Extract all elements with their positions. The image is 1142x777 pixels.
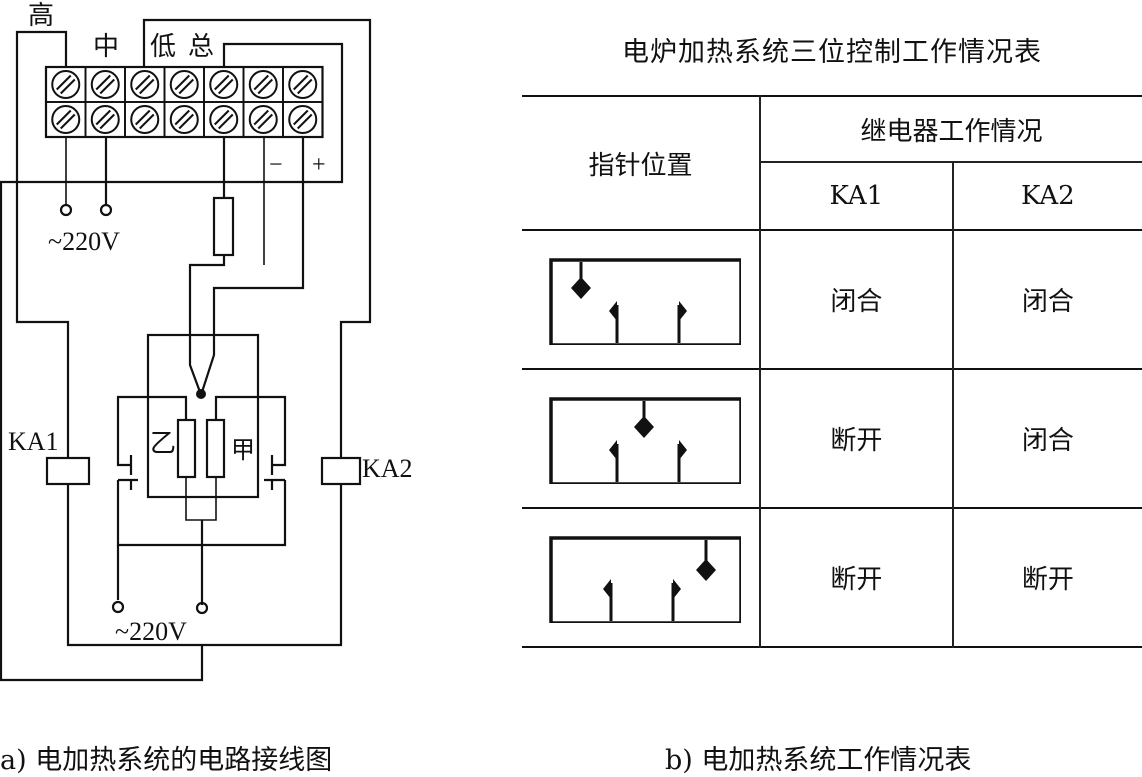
pointer-cell [522, 230, 760, 369]
ka2-status: 断开 [951, 508, 1142, 647]
supply-terminal [195, 601, 209, 615]
pointer-cell [522, 508, 760, 647]
low-contact-flag [602, 578, 611, 599]
pointer-position-icon [548, 396, 741, 484]
heater-element-jia [205, 418, 226, 479]
meter-frame [548, 257, 741, 345]
status-table: 指针位置 继电器工作情况 KA1 KA2 闭合 闭合 断开 闭合 断开 断开 [522, 95, 1142, 648]
table-title: 电炉加热系统三位控制工作情况表 [622, 37, 1042, 68]
pointer-position-icon [548, 257, 741, 345]
wiring [0, 18, 372, 682]
caption-table: b) 电加热系统工作情况表 [665, 745, 972, 776]
relay-coil-ka2 [320, 456, 362, 486]
low-contact-flag [608, 300, 617, 321]
meter-frame [548, 396, 741, 484]
low-contact-flag [608, 439, 617, 460]
terminal-screw-icon [288, 70, 318, 99]
header-ka1: KA1 [759, 162, 953, 230]
pointer-diamond-icon [695, 558, 716, 581]
terminal-screw-icon [288, 105, 318, 134]
heater-label-jia: 甲 [231, 438, 255, 464]
pointer-cell [522, 369, 760, 508]
terminal-screw-icon [248, 70, 278, 99]
ka2-status: 闭合 [951, 369, 1142, 508]
heater-assembly [111, 333, 287, 615]
terminal-screw-icon [130, 105, 160, 134]
heater-label-yi: 乙 [150, 429, 176, 458]
table-row: 断开 闭合 [522, 369, 1142, 508]
ka1-status: 断开 [759, 369, 953, 508]
label-plus: + [312, 152, 326, 178]
pointer-contact-dot [196, 389, 206, 399]
header-ka2: KA2 [951, 162, 1142, 230]
high-contact-flag [678, 439, 687, 460]
label-common: 总 [188, 32, 214, 61]
pointer-diamond-icon [570, 276, 591, 299]
terminal-screw-icon [209, 105, 239, 134]
label-high: 高 [28, 1, 54, 30]
terminal-screw-icon [209, 70, 239, 99]
terminal-screw-icon [51, 105, 81, 134]
terminal-screw-icon [51, 70, 81, 99]
supply-terminal [111, 600, 125, 614]
caption-circuit: a) 电加热系统的电路接线图 [0, 745, 333, 776]
header-relay-group: 继电器工作情况 [759, 96, 1142, 163]
relay-coil-ka1 [45, 456, 91, 486]
label-low: 低 [150, 32, 176, 61]
resistor [212, 196, 235, 257]
label-minus: − [269, 152, 283, 178]
table-row: 断开 断开 [522, 508, 1142, 647]
header-pointer-position: 指针位置 [588, 150, 693, 181]
ka1-status: 断开 [759, 508, 953, 647]
terminal-screw-icon [169, 105, 199, 134]
supply-label-top: ~220V [48, 227, 120, 256]
meter-frame [548, 535, 741, 623]
table-row: 闭合 闭合 [522, 230, 1142, 369]
high-contact-flag [678, 300, 687, 321]
supply-terminal [59, 203, 73, 217]
heater-element-yi [176, 418, 197, 479]
terminal-block [44, 65, 324, 139]
high-contact-flag [672, 578, 681, 599]
circuit-diagram: 高 中 低 总 − + ~220V [0, 1, 413, 682]
terminal-screw-icon [90, 70, 120, 99]
supply-terminal [99, 203, 113, 217]
ka2-status: 闭合 [951, 230, 1142, 369]
terminal-screw-icon [169, 70, 199, 99]
ka1-status: 闭合 [759, 230, 953, 369]
pointer-diamond-icon [633, 415, 654, 438]
label-mid: 中 [93, 32, 119, 61]
supply-label-bottom: ~220V [115, 617, 187, 646]
terminal-screw-icon [248, 105, 278, 134]
terminal-screw-icon [130, 70, 160, 99]
terminal-screw-icon [90, 105, 120, 134]
pointer-position-icon [548, 535, 741, 623]
relay-label-ka1: KA1 [8, 427, 59, 456]
relay-label-ka2: KA2 [362, 454, 413, 483]
